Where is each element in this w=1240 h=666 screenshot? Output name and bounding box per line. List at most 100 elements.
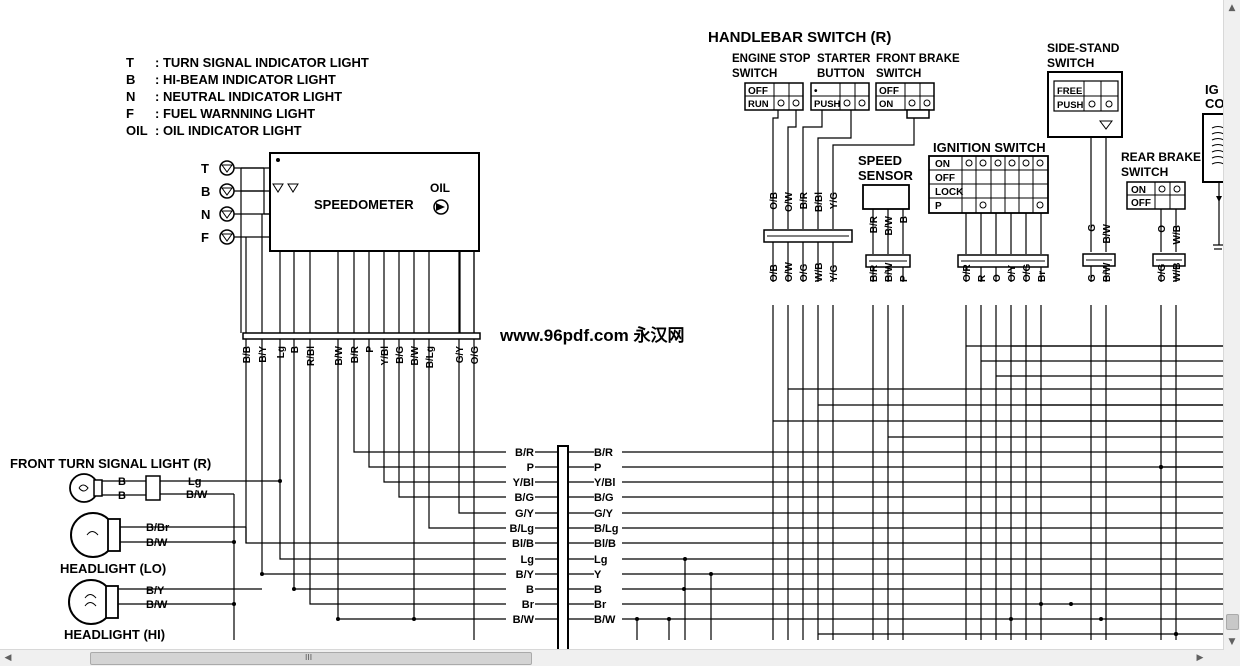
contact-icon — [979, 201, 987, 209]
coil-winding-icon — [1211, 138, 1224, 141]
front-brake-switch-state: ON — [879, 99, 893, 110]
side-stand-label: SWITCH — [1047, 56, 1094, 70]
legend-key-oil: OIL — [126, 123, 148, 138]
dash-connector-label: B — [290, 346, 301, 353]
main-connector-right-label: B/W — [594, 614, 616, 626]
handlebar-switch-title: HANDLEBAR SWITCH (R) — [708, 29, 891, 46]
contact-icon — [792, 99, 800, 107]
starter-button-state: • — [814, 86, 818, 97]
starter-button-state: PUSH — [814, 99, 841, 110]
watermark-text: www.96pdf.com 永汉网 — [499, 325, 685, 345]
dash-connector-label: B/G — [395, 346, 406, 364]
vertical-scroll-thumb[interactable] — [1226, 614, 1239, 630]
scroll-up-icon[interactable]: ▲ — [1228, 3, 1236, 13]
dash-connector-label: B/B — [242, 346, 253, 363]
legend-desc-n: : NEUTRAL INDICATOR LIGHT — [155, 89, 342, 104]
contact-icon — [1088, 100, 1096, 108]
ignition-wire-label: O/G — [1022, 263, 1033, 282]
junction-dot — [232, 540, 236, 544]
dash-connector-label: Lg — [276, 346, 287, 358]
main-connector-right-label: G/Y — [594, 508, 614, 520]
horizontal-scroll-thumb[interactable] — [90, 652, 532, 665]
junction-dot — [412, 617, 416, 621]
headlight-hi-socket — [105, 585, 119, 619]
contact-icon — [1008, 159, 1016, 167]
main-connector-left-label: B/Lg — [510, 523, 534, 535]
filament-icon — [84, 594, 97, 607]
contact-icon — [1022, 159, 1030, 167]
contact-icon — [923, 99, 931, 107]
junction-dot — [1099, 617, 1103, 621]
indicator-lamp-icon — [219, 229, 235, 245]
scroll-down-icon[interactable]: ▼ — [1228, 637, 1236, 647]
junction-dot — [709, 572, 713, 576]
ignition-wire-label: O/Y — [1007, 264, 1018, 282]
legend-desc-oil: : OIL INDICATOR LIGHT — [155, 123, 302, 138]
junction-dot — [683, 557, 687, 561]
contact-icon — [1158, 185, 1166, 193]
contact-icon — [777, 99, 785, 107]
contact-icon — [843, 99, 851, 107]
indicator-lamp-glyph — [221, 187, 233, 196]
side-stand-state: FREE — [1057, 86, 1082, 97]
ignition-wire-label: R — [977, 274, 988, 282]
speed-sensor-wire-label: B/W — [884, 215, 895, 235]
contact-icon — [965, 159, 973, 167]
dash-route — [398, 388, 506, 498]
turn-signal-plug — [145, 475, 161, 501]
speedometer-label: SPEEDOMETER — [314, 197, 414, 212]
main-connector-left-label: B/W — [513, 614, 535, 626]
contact-icon — [1036, 159, 1044, 167]
junction-dot — [278, 479, 282, 483]
ignition-coil-box — [1202, 113, 1224, 183]
dash-route — [245, 388, 506, 544]
speed-sensor-wire-label: B/R — [869, 215, 880, 233]
main-connector-right-label: B/Lg — [594, 523, 618, 535]
ignition-wire-label: O/R — [962, 263, 973, 282]
hb-wire-label: Y/G — [829, 265, 840, 282]
main-connector — [557, 445, 569, 650]
main-connector-right-label: B/R — [594, 447, 613, 459]
filament-icon — [78, 484, 89, 492]
hb-wire — [787, 110, 797, 229]
contact-icon — [908, 99, 916, 107]
legend-desc-f: : FUEL WARNNING LIGHT — [155, 106, 315, 121]
starter-button-label: BUTTON — [817, 68, 865, 80]
main-connector-left-label: B/Y — [516, 569, 535, 581]
rear-brake-label: SWITCH — [1121, 165, 1168, 179]
speed-sensor-wire-label: B/W — [884, 262, 895, 282]
turn-signal-wire-label: B — [118, 476, 126, 488]
hb-wire — [817, 110, 852, 229]
speed-sensor-label: SENSOR — [858, 168, 914, 183]
main-connector-right-label: Lg — [594, 554, 607, 566]
coil-winding-icon — [1211, 132, 1224, 135]
dash-connector-label: B/Lg — [425, 346, 436, 368]
coil-winding-icon — [1211, 162, 1224, 165]
coil-winding-icon — [1211, 144, 1224, 147]
rear-brake-wire-label: W/B — [1172, 225, 1183, 244]
main-connector-left-label: P — [527, 462, 534, 474]
side-stand-wire-label: B/W — [1102, 223, 1113, 243]
engine-stop-switch-label: SWITCH — [732, 68, 777, 80]
main-connector-right-label: B — [594, 584, 602, 596]
headlight-lo-label: HEADLIGHT (LO) — [60, 561, 166, 576]
turn-signal-wire-label: B/W — [186, 489, 208, 501]
horizontal-scrollbar[interactable]: ◀ III ▶ — [0, 649, 1224, 666]
coil-winding-icon — [1211, 126, 1224, 129]
main-connector-right-label: Bl/B — [594, 538, 616, 550]
filament-icon — [86, 531, 99, 536]
legend-key-t: T — [126, 55, 134, 70]
hb-wire-label: B/Bl — [814, 192, 825, 212]
turn-signal-wire-label: Lg — [188, 476, 201, 488]
scroll-left-icon[interactable]: ◀ — [4, 653, 12, 663]
oil-label: OIL — [430, 181, 450, 195]
scroll-right-icon[interactable]: ▶ — [1196, 653, 1204, 663]
speed-sensor-label: SPEED — [858, 153, 902, 168]
side-stand-state: PUSH — [1057, 100, 1084, 111]
dash-connector-label: B/W — [334, 345, 345, 365]
vertical-scrollbar[interactable]: ▲ ▼ — [1223, 0, 1240, 650]
junction-dot — [292, 587, 296, 591]
hb-wire — [832, 118, 915, 229]
engine-stop-switch-state: RUN — [748, 99, 769, 110]
